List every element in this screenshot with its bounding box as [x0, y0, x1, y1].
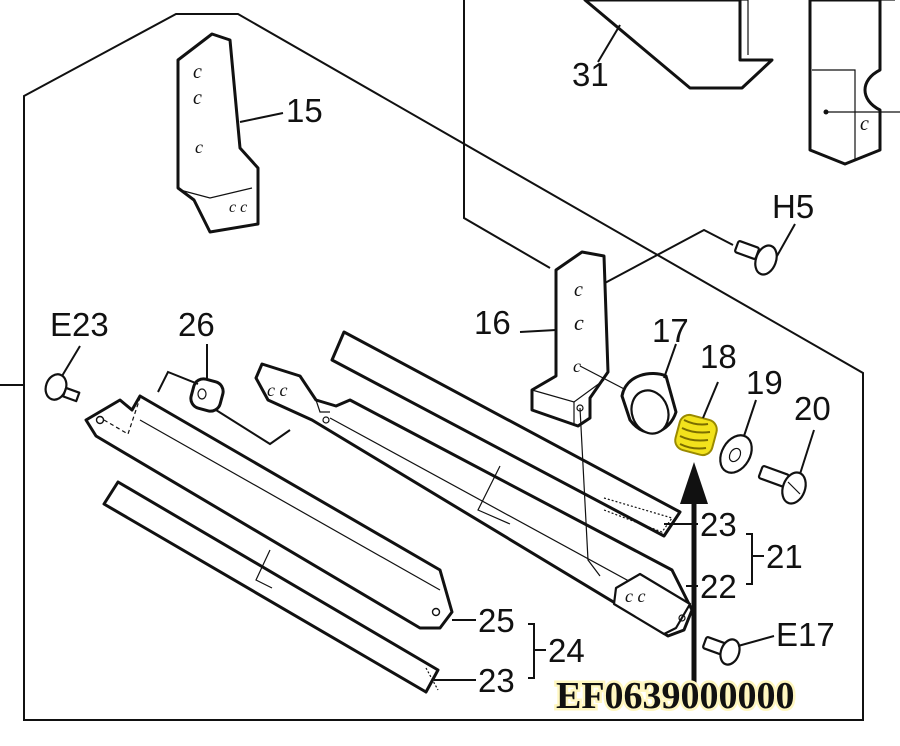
- svg-text:c: c: [193, 61, 202, 83]
- svg-text:c: c: [860, 113, 869, 135]
- svg-text:c: c: [193, 87, 202, 109]
- label-26: 26: [178, 306, 215, 343]
- label-25: 25: [478, 602, 515, 639]
- part-23-lower-strip: [102, 480, 440, 694]
- part-15-bracket: c c c c c: [176, 32, 284, 234]
- svg-text:c c: c c: [625, 586, 645, 606]
- label-16: 16: [474, 304, 511, 341]
- assembly-boundary: [0, 13, 864, 721]
- part-h5-screw: [734, 223, 796, 276]
- svg-text:c c: c c: [267, 380, 287, 400]
- svg-text:c: c: [574, 310, 584, 335]
- part-21-upper-strip: [330, 330, 682, 538]
- label-20: 20: [794, 390, 831, 427]
- part-22-lever-rail: c c c c: [254, 362, 694, 638]
- h5-leader: [587, 228, 734, 293]
- part-18-spring-highlighted: [674, 381, 719, 457]
- part-17-cap: [620, 343, 678, 435]
- strip-16-connector: [579, 407, 601, 577]
- part-e17-screw: [702, 635, 775, 666]
- bracket-24: [528, 623, 546, 679]
- part-16-bracket: c c c: [519, 250, 631, 428]
- bracket-21: [746, 533, 764, 585]
- label-15: 15: [286, 92, 323, 129]
- label-h5: H5: [772, 188, 814, 225]
- label-18: 18: [700, 338, 737, 375]
- svg-text:c c: c c: [229, 199, 247, 216]
- part-20-screw: [757, 429, 815, 505]
- label-19: 19: [746, 364, 783, 401]
- part-19-washer: [719, 399, 757, 474]
- part-code: EF0639000000: [556, 675, 795, 717]
- label-31: 31: [572, 56, 609, 93]
- part-e23-screw: [44, 345, 81, 403]
- bushing-leaders: [157, 370, 199, 393]
- label-e17: E17: [776, 616, 835, 653]
- svg-text:c: c: [195, 137, 203, 157]
- label-21: 21: [766, 538, 803, 575]
- bushing-leaders-2: [215, 409, 291, 446]
- part-26-bushing: [189, 344, 225, 413]
- label-22: 22: [700, 568, 737, 605]
- upper-boundary: [463, 0, 551, 269]
- svg-text:c: c: [574, 279, 583, 301]
- label-23-upper: 23: [700, 506, 737, 543]
- label-e23: E23: [50, 306, 109, 343]
- svg-text:c: c: [573, 356, 581, 376]
- part-31-bracket: [583, 0, 774, 90]
- label-17: 17: [652, 312, 689, 349]
- label-24: 24: [548, 632, 585, 669]
- pointer-arrow: [680, 462, 708, 688]
- label-23-lower: 23: [478, 662, 515, 699]
- right-frame-part: c: [808, 0, 900, 166]
- part-25-plate: [84, 394, 454, 630]
